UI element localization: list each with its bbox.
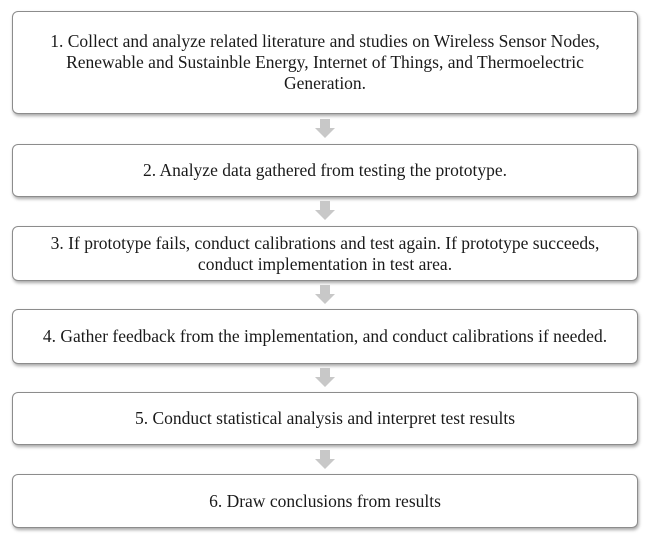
down-arrow-icon (315, 450, 335, 469)
step-6-label: 6. Draw conclusions from results (209, 490, 441, 511)
down-arrow-icon (315, 119, 335, 138)
down-arrow-icon (315, 285, 335, 304)
down-arrow-icon (315, 368, 335, 387)
step-2-box: 2. Analyze data gathered from testing th… (12, 144, 638, 197)
step-5-box: 5. Conduct statistical analysis and inte… (12, 392, 638, 445)
step-4-label: 4. Gather feedback from the implementati… (42, 326, 608, 346)
step-3-label: 3. If prototype fails, conduct calibrati… (50, 232, 600, 274)
step-2-label: 2. Analyze data gathered from testing th… (143, 160, 507, 180)
step-3-box: 3. If prototype fails, conduct calibrati… (12, 226, 638, 281)
step-4-box: 4. Gather feedback from the implementati… (12, 309, 638, 364)
step-1-label: 1. Collect and analyze related literatur… (50, 31, 600, 93)
step-6-box: 6. Draw conclusions from results (12, 474, 638, 528)
step-5-label: 5. Conduct statistical analysis and inte… (134, 408, 516, 428)
step-1-box: 1. Collect and analyze related literatur… (12, 11, 638, 114)
down-arrow-icon (315, 201, 335, 220)
